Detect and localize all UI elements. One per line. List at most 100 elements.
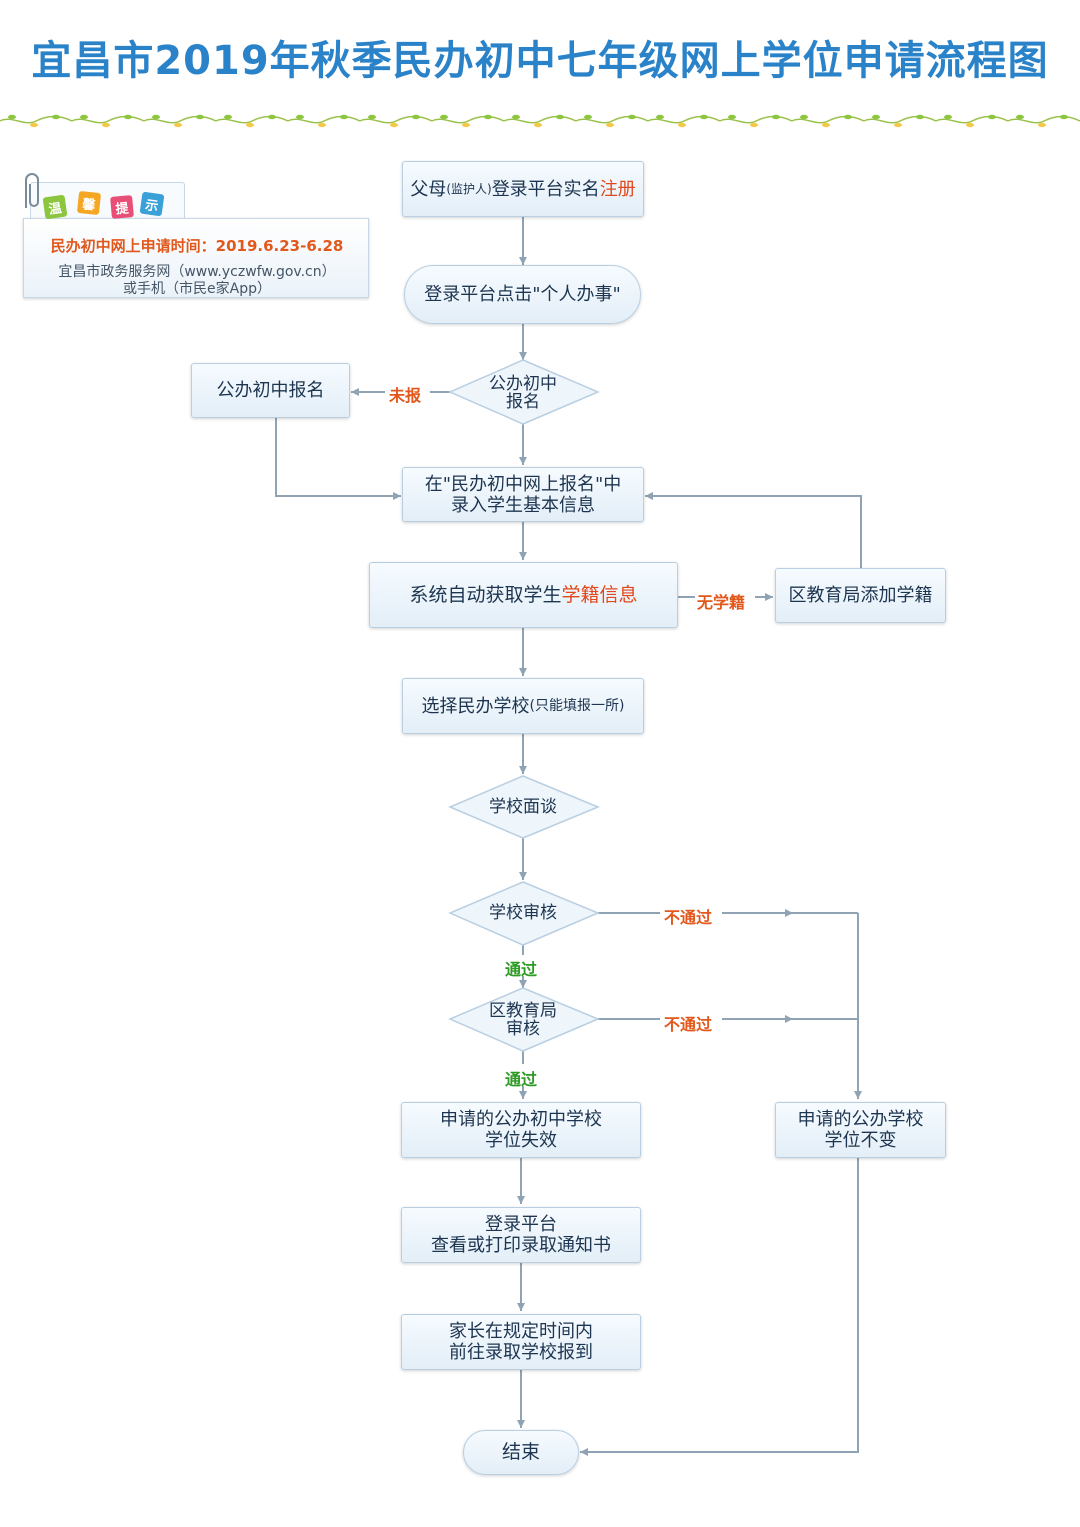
vine-leaf xyxy=(844,114,852,120)
vine-leaf xyxy=(872,114,880,120)
vine-leaf xyxy=(1060,114,1068,120)
vine-leaf xyxy=(440,114,448,120)
vine-leaf xyxy=(224,114,232,120)
vine-leaf xyxy=(30,122,38,128)
paperclip-icon xyxy=(25,173,39,208)
register-small: (监护人) xyxy=(446,181,492,196)
vine-segment xyxy=(1007,115,1080,124)
vine-leaf xyxy=(340,114,348,120)
tip-char-1: 温 xyxy=(42,194,68,220)
auto-prefix: 系统自动获取学生 xyxy=(409,583,562,606)
vine-leaf xyxy=(462,122,470,128)
tip-line-2: 或手机（市民e家App） xyxy=(123,281,271,297)
vine-leaf xyxy=(750,122,758,128)
register-mid: 登录平台实名 xyxy=(491,178,600,200)
vine-segment xyxy=(143,115,217,124)
vine-segment xyxy=(215,115,289,124)
vine-leaf xyxy=(484,114,492,120)
diamond-public-q xyxy=(448,359,600,425)
edge-label-fail-1: 不通过 xyxy=(664,908,713,927)
node-personal: 登录平台点击"个人办事" xyxy=(404,265,641,324)
vine-leaf xyxy=(318,122,326,128)
label-interview: 学校面谈 xyxy=(489,797,557,817)
tip-time: 民办初中网上申请时间：2019.6.23-6.28 xyxy=(50,237,344,255)
vine-leaf xyxy=(196,114,204,120)
edge-add-enter xyxy=(645,492,862,568)
vine-leaf xyxy=(822,122,830,128)
vine-leaf xyxy=(368,114,376,120)
edge-label-pass-1: 通过 xyxy=(505,960,538,979)
choose-main: 选择民办学校 xyxy=(421,695,530,717)
edge-signup-enter xyxy=(275,418,401,500)
diamond-interview xyxy=(448,775,600,839)
node-report: 家长在规定时间内 前往录取学校报到 xyxy=(401,1314,641,1370)
vine-leaf xyxy=(772,114,780,120)
node-enter-info: 在"民办初中网上报名"中 录入学生基本信息 xyxy=(402,467,644,522)
vine-segment xyxy=(287,115,361,124)
vine-segment xyxy=(0,115,73,124)
vine-leaf xyxy=(916,114,924,120)
vine-leaf xyxy=(944,114,952,120)
vine-leaf xyxy=(556,114,564,120)
vine-leaf xyxy=(8,114,16,120)
vine-segment xyxy=(863,115,937,124)
register-red: 注册 xyxy=(599,178,636,200)
label-school-review: 学校审核 xyxy=(489,903,557,923)
vine-leaf xyxy=(728,114,736,120)
diamond-school-review xyxy=(448,881,600,946)
vine-leaf xyxy=(102,122,110,128)
vine-leaf xyxy=(124,114,132,120)
vine-segment xyxy=(719,115,793,124)
edge-label-no-status: 无学籍 xyxy=(697,593,746,612)
vine-leaf xyxy=(1038,122,1046,128)
node-print-notice: 登录平台 查看或打印录取通知书 xyxy=(401,1207,641,1263)
vine-leaf xyxy=(628,114,636,120)
tip-card: 民办初中网上申请时间：2019.6.23-6.28 宜昌市政务服务网（www.y… xyxy=(23,218,369,298)
vine-leaf xyxy=(894,122,902,128)
choose-small: (只能填报一所) xyxy=(529,697,625,714)
vine-leaf xyxy=(656,114,664,120)
edge-label-not-registered: 未报 xyxy=(389,386,422,405)
label-district-review: 区教育局 审核 xyxy=(489,1001,557,1039)
vine-divider xyxy=(0,114,1080,128)
vine-segment xyxy=(791,115,865,124)
tip-char-4: 示 xyxy=(139,191,165,217)
diamond-district-review xyxy=(448,987,600,1052)
vine-leaf xyxy=(268,114,276,120)
edge-label-pass-2: 通过 xyxy=(505,1070,538,1089)
edge-keep-end xyxy=(580,1158,859,1456)
vine-leaf xyxy=(174,122,182,128)
vine-leaf xyxy=(152,114,160,120)
node-public-signup: 公办初中报名 xyxy=(191,363,350,418)
vine-leaf xyxy=(534,122,542,128)
vine-leaf xyxy=(512,114,520,120)
vine-segment xyxy=(431,115,505,124)
node-public-invalid: 申请的公办初中学校 学位失效 xyxy=(401,1102,641,1158)
label-public-q: 公办初中 报名 xyxy=(489,374,557,412)
vine-leaf xyxy=(296,114,304,120)
vine-leaf xyxy=(52,114,60,120)
vine-leaf xyxy=(246,122,254,128)
vine-segment xyxy=(935,115,1009,124)
node-choose-school: 选择民办学校(只能填报一所) xyxy=(402,678,644,734)
node-register: 父母(监护人)登录平台实名注册 xyxy=(402,161,644,217)
vine-leaf xyxy=(678,122,686,128)
node-auto-status: 系统自动获取学生学籍信息 xyxy=(369,562,678,628)
vine-leaf xyxy=(80,114,88,120)
vine-leaf xyxy=(966,122,974,128)
vine-leaf xyxy=(1016,114,1024,120)
vine-leaf xyxy=(412,114,420,120)
vine-leaf xyxy=(700,114,708,120)
tip-line-1: 宜昌市政务服务网（www.yczwfw.gov.cn） xyxy=(58,264,336,280)
vine-segment xyxy=(359,115,433,124)
vine-segment xyxy=(503,115,577,124)
tip-char-2: 馨 xyxy=(76,190,102,216)
vine-leaf xyxy=(584,114,592,120)
vine-segment xyxy=(71,115,145,124)
node-add-status: 区教育局添加学籍 xyxy=(775,568,946,623)
node-public-keep: 申请的公办学校 学位不变 xyxy=(775,1102,946,1158)
vine-leaf xyxy=(988,114,996,120)
vine-leaf xyxy=(390,122,398,128)
vine-leaf xyxy=(606,122,614,128)
